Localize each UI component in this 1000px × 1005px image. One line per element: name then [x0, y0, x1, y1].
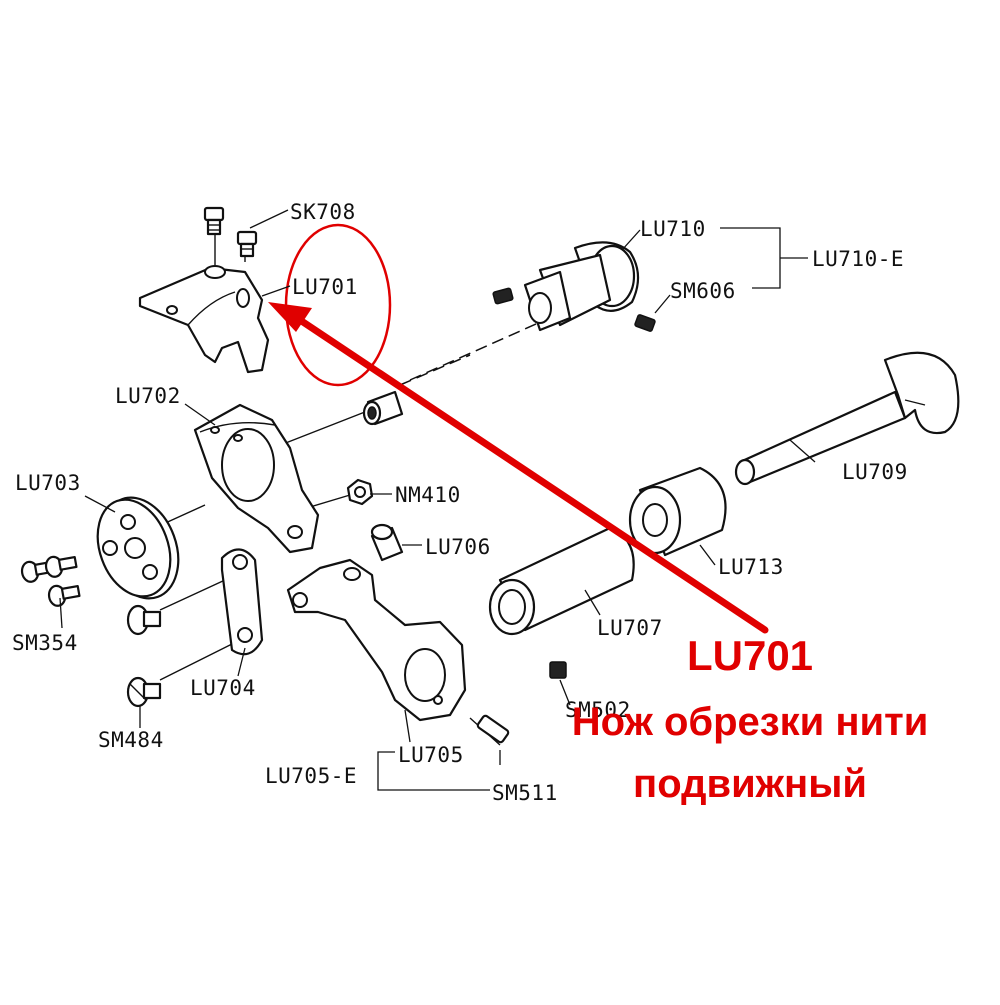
label-sm511: SM511 [492, 781, 558, 805]
label-lu701: LU701 [292, 275, 358, 299]
label-nm410: NM410 [395, 483, 461, 507]
lu701-knife-part [138, 265, 270, 374]
label-sm354: SM354 [12, 631, 78, 655]
caption-part-code: LU701 [687, 632, 813, 679]
lu710-hub-part [492, 241, 656, 332]
label-lu705: LU705 [398, 743, 464, 767]
label-lu709: LU709 [842, 460, 908, 484]
caption: LU701 Нож обрезки нити подвижный [572, 632, 929, 806]
label-lu707: LU707 [597, 616, 663, 640]
label-sm484: SM484 [98, 728, 164, 752]
label-sm606: SM606 [670, 279, 736, 303]
lu713-bushing-part [628, 466, 727, 557]
assembly-axis-lines [149, 230, 546, 681]
label-sm502: SM502 [565, 698, 631, 722]
label-lu713: LU713 [718, 555, 784, 579]
leader-lines [59, 209, 816, 791]
sk708-screw-part [203, 206, 258, 258]
label-lu703: LU703 [15, 471, 81, 495]
lu701-highlight-circle [284, 223, 392, 387]
caption-line-2: подвижный [633, 762, 867, 806]
label-lu710e: LU710-E [812, 247, 904, 271]
lu706-bushing-part [370, 523, 404, 562]
lu709-shaft-part [734, 351, 960, 486]
label-lu710: LU710 [640, 217, 706, 241]
caption-line-1: Нож обрезки нити [572, 700, 929, 744]
small-bushing-part [362, 390, 404, 426]
label-lu702: LU702 [115, 384, 181, 408]
lu707-sleeve-part [488, 526, 635, 679]
highlight-arrow [268, 302, 769, 634]
sm354-screws-part [20, 555, 81, 607]
nm410-nut-part [346, 478, 374, 506]
label-sk708: SK708 [290, 200, 356, 224]
lu705-arm-part [286, 558, 510, 746]
lu703-plate-part [96, 496, 180, 600]
label-lu704: LU704 [190, 676, 256, 700]
label-lu706: LU706 [425, 535, 491, 559]
lu704-link-part [220, 548, 264, 656]
sm484-screws-part [126, 604, 162, 708]
lu702-holder-part [193, 403, 320, 554]
label-lu705e: LU705-E [265, 764, 357, 788]
part-labels: SK708 LU701 LU710 LU710-E SM606 LU702 LU… [12, 200, 908, 805]
